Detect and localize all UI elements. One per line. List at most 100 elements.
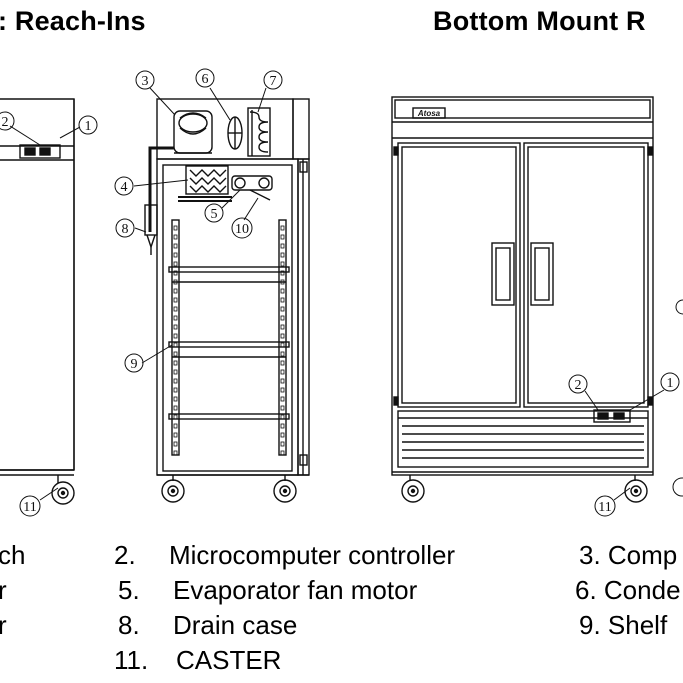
callout-circle-5 <box>204 203 224 223</box>
standard-slot <box>280 288 285 294</box>
shelf-standard-left <box>171 219 180 456</box>
standard-slot <box>173 378 178 384</box>
left-caster <box>51 475 75 505</box>
standard-slot <box>173 432 178 438</box>
legend-item-6: 6. Conde <box>575 575 681 605</box>
legend-item-7: r <box>0 610 7 640</box>
shelves <box>168 266 290 420</box>
condenser-fan <box>227 116 243 150</box>
standard-slot <box>173 234 178 240</box>
callout-4: 4 <box>121 180 128 195</box>
mid-caster-left <box>161 475 185 503</box>
two-door-refrigerator <box>391 96 654 503</box>
legend-number: 5. <box>118 575 140 605</box>
standard-slot <box>280 315 285 321</box>
standard-slot <box>280 306 285 312</box>
legend-item-9: 9. Shelf <box>579 610 668 640</box>
callout-6: 6 <box>202 72 209 87</box>
right-door-handle <box>530 242 554 306</box>
standard-slot <box>280 333 285 339</box>
standard-slot <box>280 252 285 258</box>
callout-11-right: 11 <box>598 500 611 515</box>
callout-circle-4 <box>114 176 134 196</box>
standard-slot <box>280 387 285 393</box>
standard-slot <box>173 270 178 276</box>
legend-number: 11. <box>114 645 149 675</box>
callout-circle-11b <box>594 495 616 517</box>
standard-slot <box>173 315 178 321</box>
standard-slot <box>280 270 285 276</box>
standard-slot <box>173 225 178 231</box>
standard-slot <box>173 297 178 303</box>
standard-slot <box>173 396 178 402</box>
callout-circle-9 <box>124 353 144 373</box>
standard-slot <box>280 396 285 402</box>
callout-numbers: 1 2 11 3 6 7 4 5 10 8 9 2 1 11 Atosa <box>2 72 674 515</box>
standard-slot <box>173 252 178 258</box>
standard-slot <box>173 324 178 330</box>
evaporator-fan-motor <box>231 175 273 201</box>
callout-2-right: 2 <box>575 378 582 393</box>
section-title-bottom-mount: Bottom Mount R <box>433 6 646 36</box>
standard-slot <box>173 387 178 393</box>
callout-11: 11 <box>23 500 36 515</box>
callout-circle-10 <box>231 217 253 239</box>
standard-slot <box>173 333 178 339</box>
standard-slot <box>280 378 285 384</box>
standard-slot <box>280 405 285 411</box>
left-door-handle <box>491 242 515 306</box>
standard-slot <box>173 369 178 375</box>
drain-case <box>144 204 158 255</box>
standard-slot <box>280 351 285 357</box>
legend-item-5: 5. Evaporator fan motor <box>118 577 417 603</box>
cutaway-cabinet <box>144 98 310 503</box>
legend-label: Evaporator fan motor <box>173 575 418 605</box>
standard-slot <box>173 351 178 357</box>
callout-1-right: 1 <box>667 376 674 391</box>
legend-label: Drain case <box>173 610 298 640</box>
legend-item-3: 3. Comp <box>579 540 678 570</box>
callout-2: 2 <box>2 115 9 130</box>
controller-panel <box>593 409 631 423</box>
standard-slot <box>280 450 285 456</box>
standard-slot <box>280 225 285 231</box>
standard-slot <box>280 360 285 366</box>
standard-slot <box>173 405 178 411</box>
callout-circle-2 <box>0 111 15 131</box>
standard-slot <box>173 243 178 249</box>
callout-1: 1 <box>85 119 92 134</box>
right-door <box>523 142 649 408</box>
legend-number: 8. <box>118 610 140 640</box>
legend-number: 2. <box>114 540 136 570</box>
legend-item-8: 8. Drain case <box>118 612 297 638</box>
standard-slot <box>280 261 285 267</box>
standard-slot <box>173 261 178 267</box>
section-title-reach-ins: : Reach-Ins <box>0 6 146 36</box>
brand-plate <box>412 107 446 119</box>
callout-circle-2b <box>568 374 588 394</box>
standard-slot <box>280 297 285 303</box>
standard-slot <box>173 423 178 429</box>
callout-circle-8 <box>115 218 135 238</box>
right-caster-right <box>624 475 648 503</box>
brand-logo-text: Atosa <box>417 109 441 118</box>
callout-9: 9 <box>131 357 138 372</box>
standard-slot <box>280 243 285 249</box>
callout-circle-1b <box>660 372 680 392</box>
shelf-standard-holes <box>173 225 285 456</box>
standard-slot <box>173 306 178 312</box>
standard-slot <box>173 360 178 366</box>
callout-circle-3 <box>135 70 155 90</box>
right-caster-left <box>401 475 425 503</box>
callout-8: 8 <box>122 222 129 237</box>
shelf-standard-right <box>278 219 287 456</box>
standard-slot <box>280 234 285 240</box>
callout-circle-7 <box>263 70 283 90</box>
condenser-coil <box>247 107 271 157</box>
standard-slot <box>280 423 285 429</box>
standard-slot <box>280 432 285 438</box>
legend-label: Microcomputer controller <box>169 540 456 570</box>
legend-item-11: 11.CASTER <box>114 647 281 673</box>
standard-slot <box>173 441 178 447</box>
